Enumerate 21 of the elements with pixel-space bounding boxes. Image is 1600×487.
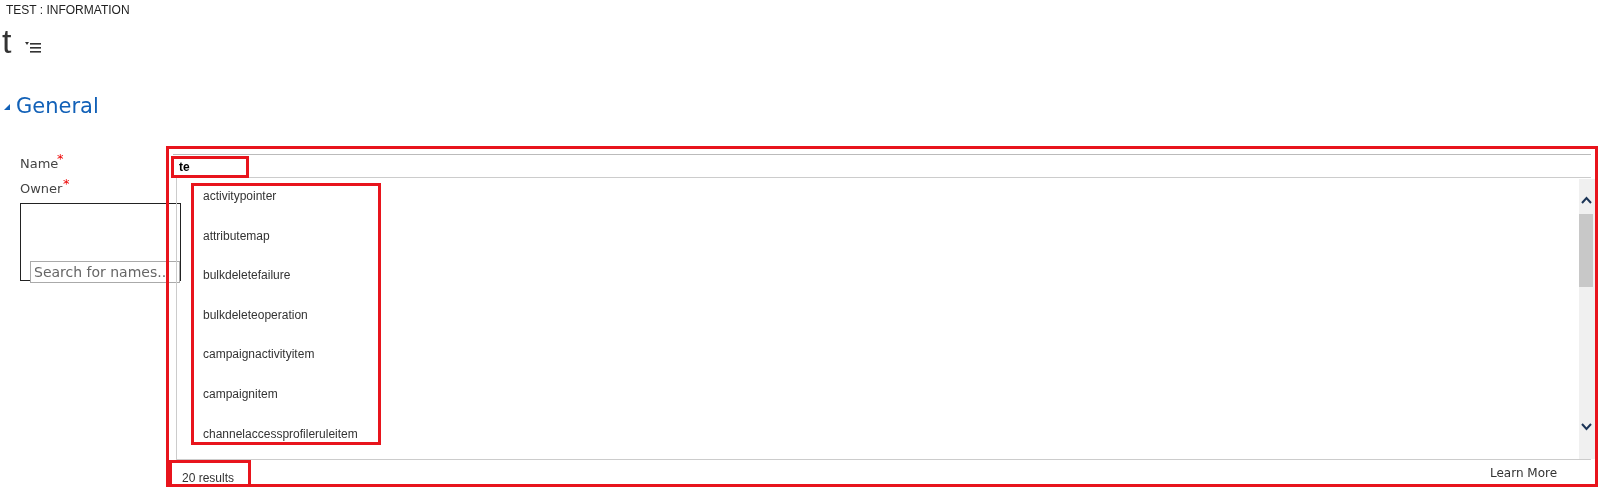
highlight-box xyxy=(191,183,381,445)
highlight-box xyxy=(171,156,249,178)
result-count: 20 results xyxy=(182,471,235,485)
learn-more-link: Learn More xyxy=(1490,466,1558,480)
field-label: Owner xyxy=(20,181,63,196)
option-item: campaignitem xyxy=(203,387,278,401)
search-input-field: Search for names.. xyxy=(30,261,180,283)
option-item: bulkdeleteoperation xyxy=(203,307,308,322)
option-item: channelaccessprofileruleitem xyxy=(203,426,358,441)
highlight-box xyxy=(169,460,251,487)
option-item: activitypointer xyxy=(203,189,277,203)
input-text: te xyxy=(179,160,190,174)
option-item: campaignactivityitem xyxy=(203,347,315,362)
option-item: attributemap xyxy=(203,228,270,243)
option-item: bulkdeletefailure xyxy=(203,268,291,283)
section-heading: General xyxy=(16,94,99,118)
highlight-frame xyxy=(166,146,1598,487)
record-name: t xyxy=(2,22,12,61)
page-title: TEST : INFORMATION xyxy=(6,3,130,17)
required-mark: * xyxy=(57,151,64,166)
required-mark: * xyxy=(63,176,70,191)
